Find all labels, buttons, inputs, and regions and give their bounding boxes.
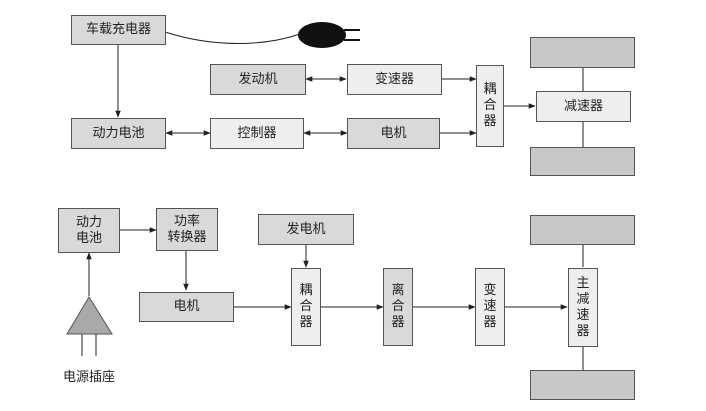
transmission-b-char: 变 — [483, 283, 497, 298]
motor-label: 电机 — [380, 125, 407, 141]
power-battery: 动力电池 — [71, 118, 166, 149]
wheel-top-lower — [530, 147, 635, 176]
power-battery-b: 动力 电池 — [58, 208, 120, 253]
transmission-label: 变速器 — [374, 71, 414, 87]
power-converter: 功率 转换器 — [156, 208, 218, 251]
final-drive-char: 器 — [576, 323, 590, 339]
onboard-charger: 车载充电器 — [71, 15, 166, 45]
clutch-char: 离 — [391, 283, 405, 298]
coupler-char: 合 — [483, 98, 497, 113]
final-drive-char: 主 — [576, 275, 590, 291]
transmission-b: 变 速 器 — [475, 268, 505, 346]
transmission-b-char: 速 — [483, 299, 497, 314]
clutch-char: 合 — [391, 299, 405, 314]
coupler-b-char: 器 — [299, 315, 313, 330]
final-drive-char: 速 — [576, 307, 590, 323]
engine-label: 发动机 — [238, 71, 278, 87]
transmission: 变速器 — [347, 64, 442, 95]
plug-icon — [298, 22, 360, 48]
power-battery-label: 动力电池 — [92, 125, 145, 141]
generator: 发电机 — [258, 214, 354, 245]
motor-b-label: 电机 — [173, 299, 200, 314]
final-drive-char: 减 — [576, 291, 590, 307]
coupler-char: 耦 — [483, 82, 497, 97]
onboard-charger-label: 车载充电器 — [85, 22, 151, 37]
socket-triangle-icon — [66, 296, 113, 335]
coupler-b-char: 耦 — [299, 283, 313, 298]
controller: 控制器 — [210, 118, 304, 149]
power-converter-line: 转换器 — [167, 229, 207, 245]
engine: 发动机 — [210, 64, 306, 95]
power-converter-line: 功率 — [173, 213, 200, 229]
transmission-b-char: 器 — [483, 315, 497, 330]
power-battery-b-line: 动力 — [75, 214, 102, 230]
coupler-char: 器 — [483, 114, 497, 129]
charger-cable — [164, 31, 301, 44]
wheel-bottom-upper — [530, 215, 635, 245]
coupler-b-char: 合 — [299, 299, 313, 314]
generator-label: 发电机 — [286, 221, 326, 237]
motor: 电机 — [347, 118, 440, 149]
clutch-char: 器 — [391, 315, 405, 330]
power-battery-b-line: 电池 — [75, 230, 102, 246]
coupler: 耦 合 器 — [476, 65, 504, 147]
controller-label: 控制器 — [237, 125, 277, 141]
final-drive: 主 减 速 器 — [568, 268, 598, 347]
coupler-b: 耦 合 器 — [291, 268, 321, 346]
wheel-bottom-lower — [530, 370, 635, 400]
clutch: 离 合 器 — [383, 268, 413, 346]
reducer: 减速器 — [536, 91, 631, 122]
wheel-top-upper — [530, 37, 635, 68]
reducer-label: 减速器 — [563, 98, 603, 114]
motor-b: 电机 — [139, 292, 234, 322]
socket-label: 电源插座 — [63, 370, 116, 385]
